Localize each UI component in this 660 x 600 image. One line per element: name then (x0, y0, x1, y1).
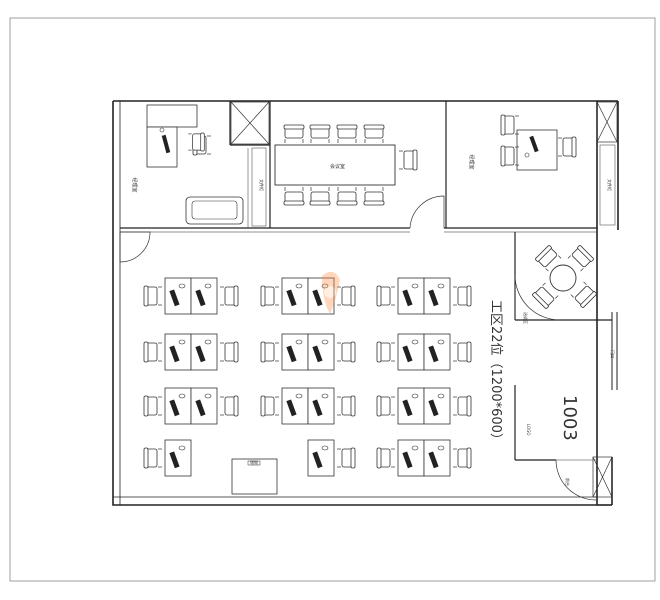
reception-room: 洽谈区 (523, 244, 598, 324)
office-left: 文件柜 经理室 (131, 104, 267, 228)
workstation-part-10 (190, 387, 218, 425)
door-swings (119, 195, 597, 501)
workstation-part-17 (336, 285, 356, 307)
storage-label: 储物 (250, 459, 258, 465)
storage-cabinet: 储物 (231, 458, 278, 495)
workstation-part-24 (307, 387, 335, 425)
workstation-part-40 (397, 439, 425, 477)
front-desk-label: 前台 (565, 478, 571, 486)
workstation-part-9 (143, 395, 163, 417)
reception-label: 洽谈区 (523, 312, 529, 324)
office-left-label: 经理室 (131, 177, 138, 192)
workstation-part-18 (281, 333, 309, 371)
cabinet-label-right: 文件柜 (607, 179, 613, 191)
workstation-part-25 (336, 395, 356, 417)
workstation-part-33 (376, 341, 396, 363)
workstation-part-20 (307, 333, 335, 371)
workstation-part-32 (397, 333, 425, 371)
outer-walls (112, 100, 619, 506)
office-right: 文件柜 经理室 (468, 114, 616, 226)
unit-number: 1003 (559, 395, 580, 441)
workstation-part-36 (397, 387, 425, 425)
workstation-part-12 (164, 439, 192, 477)
workstation-part-1 (143, 285, 163, 307)
workstation-part-23 (260, 395, 280, 417)
workstation-part-4 (164, 333, 192, 371)
workstation-part-41 (376, 447, 396, 469)
workstation-part-43 (452, 447, 472, 469)
workstation-part-28 (397, 277, 425, 315)
office-right-label: 经理室 (468, 154, 475, 169)
workstation-part-13 (143, 447, 163, 469)
workstation-part-21 (336, 341, 356, 363)
workstation-part-7 (219, 341, 239, 363)
workstation-part-38 (423, 387, 451, 425)
logo-side-text: LOGO (526, 424, 531, 435)
workstation-part-34 (423, 333, 451, 371)
workstation-part-37 (376, 395, 396, 417)
workstation-part-15 (260, 285, 280, 307)
workstation-part-35 (452, 341, 472, 363)
workstation-part-6 (190, 333, 218, 371)
workstation-part-31 (452, 285, 472, 307)
workstation-part-27 (336, 447, 356, 469)
interior-walls (120, 101, 612, 461)
workstation-part-8 (164, 387, 192, 425)
workstations (143, 277, 472, 477)
workstation-part-14 (281, 277, 309, 315)
workstation-part-19 (260, 341, 280, 363)
meeting-room: 会议室 (274, 124, 418, 206)
workstation-part-2 (190, 277, 218, 315)
workstation-part-26 (307, 439, 335, 477)
cabinet-label-left: 文件柜 (259, 179, 265, 191)
shaft-right (596, 101, 618, 143)
meeting-table-label: 会议室 (330, 163, 345, 170)
door-label: 门口 (610, 350, 616, 358)
shaft-bottom (592, 456, 613, 498)
workstation-part-11 (219, 395, 239, 417)
workstation-part-22 (281, 387, 309, 425)
workstation-part-3 (219, 285, 239, 307)
workstation-part-5 (143, 341, 163, 363)
workstation-part-39 (452, 395, 472, 417)
logo-watermark-icon (322, 271, 340, 314)
workstation-part-29 (376, 285, 396, 307)
workstation-part-42 (423, 439, 451, 477)
workstation-part-0 (164, 277, 192, 315)
workstation-part-30 (423, 277, 451, 315)
shaft-left (230, 101, 270, 145)
work-area-label: 工区22位（1200*600） (488, 300, 503, 446)
